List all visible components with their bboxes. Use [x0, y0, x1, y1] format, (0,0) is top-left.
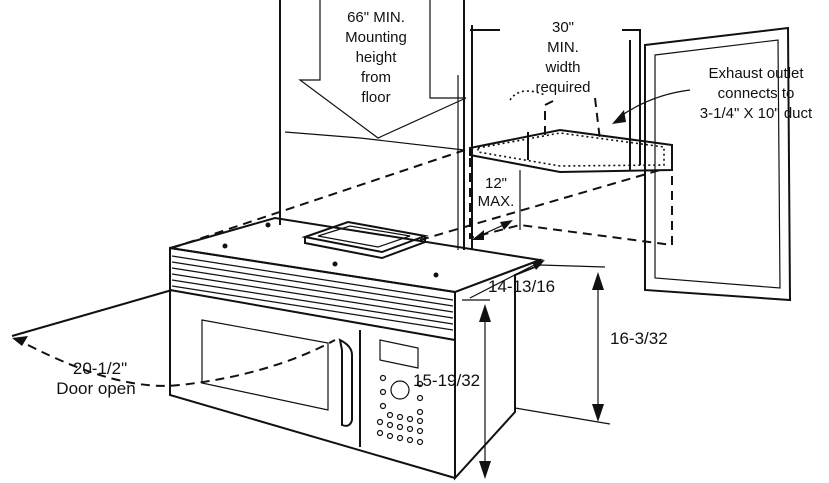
door-open-arc [27, 339, 336, 387]
exhaust-pointer-head [612, 110, 626, 124]
projection-line-right [419, 169, 661, 241]
cabinet-side-panel-outer [644, 26, 792, 302]
mounting-height-line-3: height [356, 49, 398, 66]
mounting-height-arrow [298, 0, 467, 139]
screw-3 [332, 261, 338, 267]
dim-top-depth-label: 14-13/16 [488, 277, 555, 296]
cabinet-top-right [622, 29, 641, 165]
door-open-width-label: 20-1/2" [73, 359, 127, 378]
dim-front-height-label: 15-19/32 [413, 371, 480, 390]
min-width-label: 30" MIN. width required [535, 19, 590, 96]
grille-slats [171, 255, 454, 331]
cabinet-side-panel-inner [654, 39, 781, 289]
top-vent-side [304, 236, 426, 260]
top-vent-inner [317, 225, 411, 248]
mounting-height-label: 66" MIN. Mounting height from floor [345, 9, 407, 106]
dim-top-depth-head [532, 260, 545, 270]
depth-max-label: 12" MAX. [478, 175, 515, 210]
min-width-line-2: MIN. [547, 39, 579, 56]
duct-dashed [544, 97, 601, 141]
mounting-ref-line-2 [284, 131, 361, 139]
exhaust-line-3: 3-1/4" X 10" duct [700, 105, 813, 122]
dim-total-ext-bottom [514, 407, 611, 425]
dim-front-head-top [479, 304, 491, 322]
recess-dashed [469, 158, 673, 247]
unit-front-outline [169, 290, 456, 479]
control-dial [390, 380, 410, 400]
door-window [201, 319, 329, 411]
door-open-arrow-head [12, 336, 28, 346]
dim-total-head-top [592, 272, 604, 290]
screw-4 [433, 272, 439, 278]
cabinet-bottom [469, 128, 673, 174]
depth-max-arrow-head-l [472, 230, 484, 240]
depth-max-line-1: 12" [485, 175, 507, 192]
screw-1 [222, 243, 228, 249]
mounting-height-line-2: Mounting [345, 29, 407, 46]
door-open-label: Door open [56, 379, 135, 398]
duct-dashed-2 [509, 90, 546, 101]
mounting-height-line-4: from [361, 69, 391, 86]
door-handle [338, 338, 353, 427]
control-buttons [376, 374, 424, 446]
dim-total-head-bottom [592, 404, 604, 422]
door-open-line [11, 289, 173, 337]
dim-total-height-label: 16-3/32 [610, 329, 668, 348]
screw-2 [265, 222, 271, 228]
depth-max-line-2: MAX. [478, 193, 515, 210]
projection-line-left [171, 149, 466, 249]
depth-max-arrow-head-r [500, 220, 513, 230]
control-display [379, 339, 419, 369]
mounting-ref-line [359, 137, 465, 151]
min-width-line-1: 30" [552, 19, 574, 36]
mounting-height-line-1: 66" MIN. [347, 9, 405, 26]
duct-stipple-area [477, 132, 665, 167]
dim-top-depth-line [469, 261, 541, 299]
min-width-line-3: width [544, 59, 580, 76]
exhaust-line-1: Exhaust outlet [708, 65, 804, 82]
min-width-line-4: required [535, 79, 590, 96]
exhaust-line-2: connects to [718, 85, 795, 102]
exhaust-label: Exhaust outlet connects to 3-1/4" X 10" … [700, 65, 813, 122]
mounting-height-line-5: floor [361, 89, 390, 106]
dim-front-head-bottom [479, 461, 491, 479]
dim-top-ext [539, 264, 606, 268]
exhaust-pointer-line [617, 89, 691, 119]
